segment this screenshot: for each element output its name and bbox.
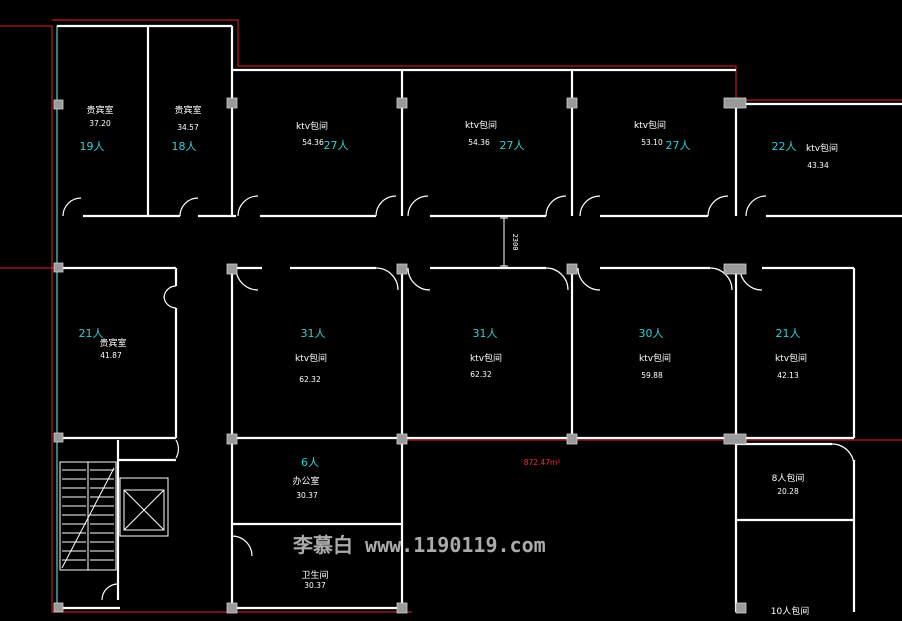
room-name: 贵宾室: [99, 337, 126, 349]
room-area: 62.32: [299, 375, 321, 384]
room-name: 贵宾室: [174, 104, 201, 116]
room-r3: ktv包间 54.36 27人: [296, 120, 349, 152]
room-capacity: 6人: [301, 456, 319, 469]
room-r11: 21人 ktv包间 42.13: [775, 327, 807, 380]
room-area: 54.36: [468, 138, 490, 147]
room-area: 20.28: [777, 487, 799, 496]
column: [53, 262, 64, 273]
room-capacity: 31人: [301, 327, 326, 340]
room-area: 34.57: [177, 123, 199, 132]
room-area: 59.88: [641, 371, 663, 380]
corridor-dimension: 2300: [500, 217, 519, 267]
room-area: 41.87: [100, 351, 122, 360]
room-area: 30.37: [296, 491, 318, 500]
room-name: 10人包间: [771, 605, 809, 617]
columns: [53, 97, 747, 614]
room-capacity: 27人: [500, 139, 525, 152]
room-r14: 8人包间 20.28: [772, 472, 805, 496]
room-area: 30.37: [304, 581, 326, 590]
room-capacity: 27人: [666, 139, 691, 152]
column: [396, 263, 408, 275]
room-name: 贵宾室: [86, 104, 113, 116]
column: [226, 263, 238, 275]
room-area: 43.34: [807, 161, 829, 170]
room-name: ktv包间: [634, 119, 666, 131]
column: [566, 97, 578, 109]
column: [226, 602, 238, 614]
stairwell: [59, 461, 169, 571]
room-r7: 21人 贵宾室 41.87: [79, 327, 127, 360]
room-r1: 贵宾室 37.20 19人: [80, 104, 114, 153]
room-r15: 10人包间: [771, 605, 809, 617]
room-capacity: 31人: [473, 327, 498, 340]
column: [53, 432, 64, 443]
room-area: 53.10: [641, 138, 663, 147]
room-capacity: 19人: [80, 140, 105, 153]
room-r13: 卫生间 30.37: [301, 569, 328, 590]
room-r8: 31人 ktv包间 62.32: [295, 327, 327, 384]
room-r10: 30人 ktv包间 59.88: [639, 327, 672, 380]
dimension-label: 2300: [511, 234, 519, 251]
column: [735, 602, 747, 614]
room-name: ktv包间: [296, 120, 328, 132]
red-boundary: [0, 19, 902, 613]
room-area: 37.20: [89, 119, 111, 128]
column: [723, 97, 747, 109]
column: [723, 263, 747, 275]
room-r2: 贵宾室 34.57 18人: [172, 104, 202, 153]
room-name: ktv包间: [470, 352, 502, 364]
column: [396, 97, 408, 109]
room-capacity: 22人: [772, 140, 797, 153]
room-capacity: 30人: [639, 327, 664, 340]
room-capacity: 21人: [79, 327, 104, 340]
column: [53, 99, 64, 110]
total-area-label: 872.47m²: [524, 458, 561, 467]
room-name: ktv包间: [639, 352, 671, 364]
column: [566, 263, 578, 275]
column: [566, 433, 578, 445]
room-name: 8人包间: [772, 472, 805, 484]
room-r6: 22人 ktv包间 43.34: [772, 140, 839, 170]
column: [396, 602, 408, 614]
room-name: ktv包间: [806, 142, 838, 154]
walls: [57, 24, 902, 612]
column: [226, 97, 238, 109]
room-name: ktv包间: [465, 119, 497, 131]
room-name: ktv包间: [775, 352, 807, 364]
room-capacity: 21人: [776, 327, 801, 340]
room-capacity: 27人: [324, 139, 349, 152]
room-name: 卫生间: [301, 569, 328, 581]
column: [53, 602, 64, 613]
room-name: 办公室: [292, 475, 319, 487]
room-r9: 31人 ktv包间 62.32: [470, 327, 502, 379]
column: [226, 433, 238, 445]
room-r12: 6人 办公室 30.37: [292, 456, 319, 500]
room-area: 62.32: [470, 370, 492, 379]
cyan-outline: [56, 25, 736, 610]
room-area: 42.13: [777, 371, 799, 380]
room-r5: ktv包间 53.10 27人: [634, 119, 691, 152]
column: [396, 433, 408, 445]
watermark-text: 李慕白 www.1190119.com: [292, 533, 546, 557]
column: [723, 433, 747, 445]
room-name: ktv包间: [295, 352, 327, 364]
room-capacity: 18人: [172, 140, 197, 153]
room-area: 54.36: [302, 138, 324, 147]
room-r4: ktv包间 54.36 27人: [465, 119, 525, 152]
